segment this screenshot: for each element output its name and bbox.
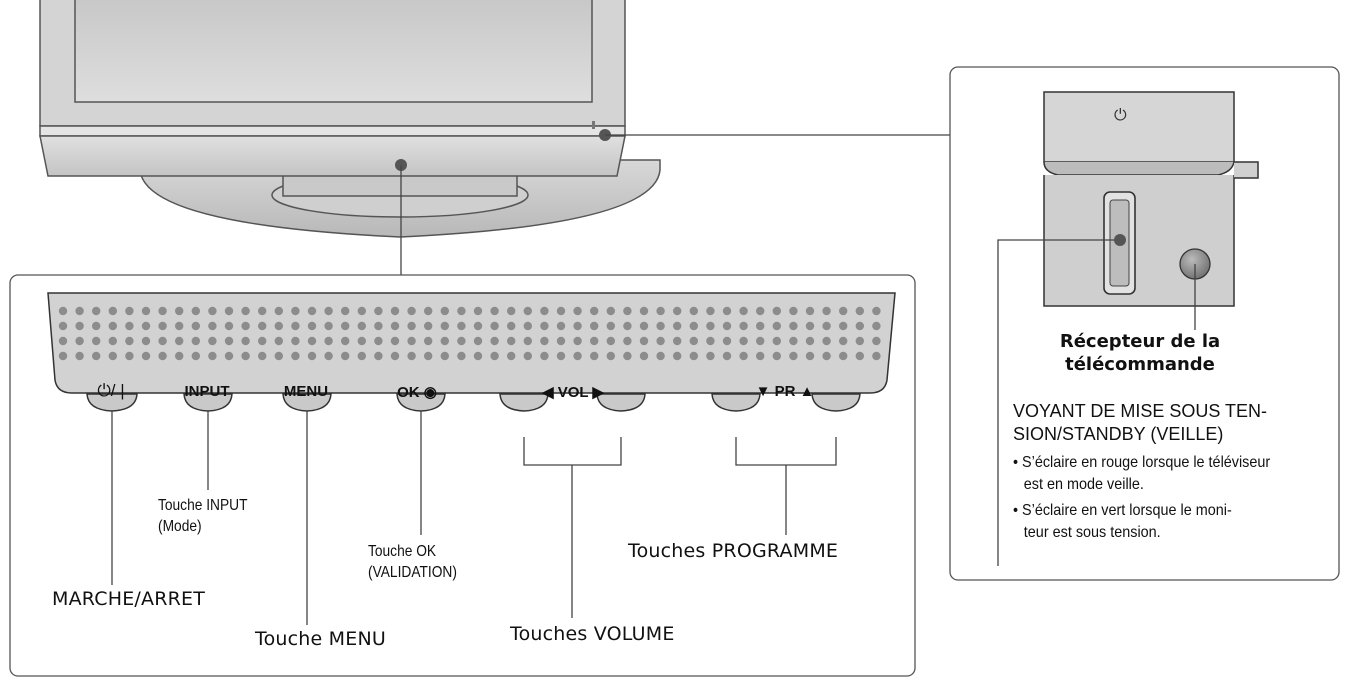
menu-callout: Touche MENU (255, 628, 386, 650)
power-callout: MARCHE/ARRET (52, 588, 206, 610)
control-panel (47, 292, 896, 412)
tv-illustration (39, 0, 661, 238)
volume-down-button[interactable] (499, 393, 549, 412)
indicator-callout (949, 66, 1340, 581)
input-callout-line1: Touche INPUT (158, 497, 248, 514)
programme-up-button[interactable] (811, 393, 861, 412)
bullet-item: S’éclaire en vert lorsque le moni-teur e… (1013, 500, 1310, 543)
bullet-item: S’éclaire en rouge lorsque le téléviseur… (1013, 452, 1310, 495)
ok-button[interactable] (396, 393, 446, 412)
receiver-label: Récepteur de la télécommande (1045, 330, 1235, 376)
programme-down-button[interactable] (711, 393, 761, 412)
ok-callout-line1: Touche OK (368, 543, 437, 560)
front-panel-callout (9, 274, 916, 677)
indicator-title-line2: SION/STANDBY (VEILLE) (1013, 424, 1224, 445)
indicator-panel (1043, 91, 1259, 307)
menu-button[interactable] (282, 393, 332, 412)
receiver-label-line1: Récepteur de la (1059, 331, 1221, 352)
input-callout-line2: (Mode) (158, 518, 202, 535)
volume-up-button[interactable] (596, 393, 646, 412)
indicator-bullets: S’éclaire en rouge lorsque le téléviseur… (1013, 452, 1343, 548)
volume-callout: Touches VOLUME (510, 623, 675, 645)
programme-callout: Touches PROGRAMME (628, 540, 839, 562)
indicator-title: VOYANT DE MISE SOUS TEN- SION/STANDBY (V… (1013, 400, 1313, 447)
ok-callout-line2: (VALIDATION) (368, 564, 457, 581)
indicator-title-line1: VOYANT DE MISE SOUS TEN- (1013, 401, 1268, 421)
power-button-label: ⏻/ | (97, 381, 125, 400)
power-led-marker (1114, 234, 1126, 246)
programme-buttons-label: ▼ PR ▲ (755, 383, 815, 400)
input-button[interactable] (183, 393, 233, 412)
ok-button-label: OK ◉ (397, 384, 437, 401)
volume-buttons-label: ◀ VOL ▶ (542, 384, 604, 401)
menu-button-label: MENU (283, 383, 329, 400)
power-button[interactable] (86, 393, 138, 412)
input-button-label: INPUT (184, 383, 230, 400)
power-symbol-icon: ⏻ (1114, 105, 1127, 124)
speaker-grille (58, 306, 881, 361)
receiver-label-line2: télécommande (1065, 354, 1215, 376)
